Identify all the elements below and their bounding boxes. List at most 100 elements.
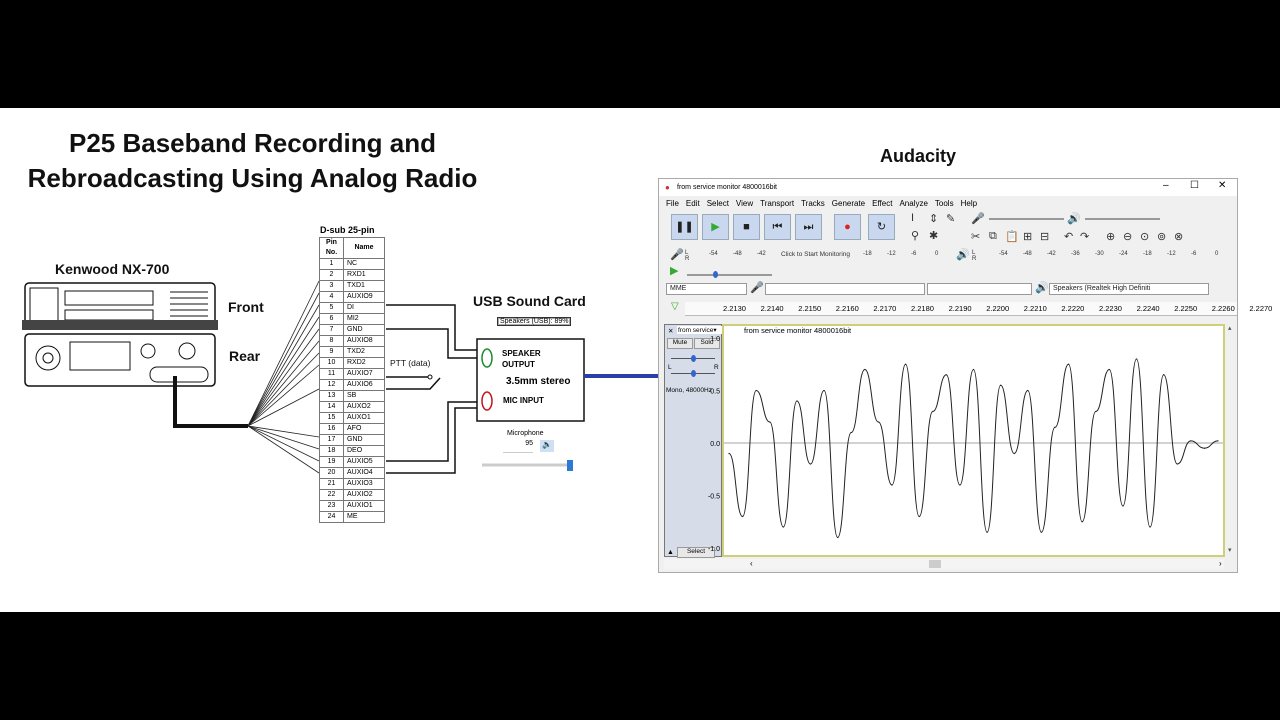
zoom-in-icon[interactable]: ⊕: [1106, 231, 1116, 243]
play-button[interactable]: ▶: [702, 214, 729, 240]
timeline-play-icon[interactable]: ▽: [671, 301, 679, 312]
pin-number: 18: [319, 445, 344, 457]
vertical-scrollbar[interactable]: ▴▾: [1228, 325, 1232, 554]
draw-tool-icon[interactable]: ✎: [946, 213, 956, 225]
trim-icon[interactable]: ⊞: [1023, 231, 1033, 243]
play-at-speed-icon[interactable]: ▶: [670, 265, 679, 277]
close-icon[interactable]: ✕: [1218, 180, 1227, 191]
menu-transport[interactable]: Transport: [760, 199, 795, 208]
record-button[interactable]: ●: [834, 214, 861, 240]
zoom-out-icon[interactable]: ⊖: [1123, 231, 1133, 243]
select-button[interactable]: Select: [677, 547, 715, 558]
host-select[interactable]: MME: [666, 283, 747, 295]
scroll-thumb[interactable]: [929, 560, 941, 568]
ruler-tick: 2.2210: [1023, 304, 1047, 313]
waveform-sample-point: [809, 463, 812, 465]
ruler-tick: 2.2260: [1211, 304, 1235, 313]
pin-name: RXD2: [343, 357, 385, 369]
ruler-tick: 2.2250: [1174, 304, 1198, 313]
speaker-mute-icon[interactable]: 🔈: [540, 440, 554, 452]
menu-analyze[interactable]: Analyze: [899, 199, 928, 208]
pin-number: 1: [319, 258, 344, 270]
envelope-tool-icon[interactable]: ⇕: [929, 213, 939, 225]
paste-icon[interactable]: 📋: [1005, 231, 1019, 243]
scroll-right-icon[interactable]: ›: [1219, 559, 1222, 568]
minimize-icon[interactable]: –: [1163, 180, 1169, 191]
pin-number: 3: [319, 280, 344, 292]
collapse-icon[interactable]: ▲: [667, 549, 674, 556]
zoom-tool-icon[interactable]: ⚲: [911, 230, 920, 242]
pin-name: DEO: [343, 445, 385, 457]
output-device-select[interactable]: Speakers (Realtek High Definiti: [1049, 283, 1209, 295]
menu-select[interactable]: Select: [706, 199, 729, 208]
meter-tick: -48: [733, 251, 742, 257]
pin-name: MI2: [343, 313, 385, 325]
mute-button[interactable]: Mute: [667, 338, 693, 349]
redo-icon[interactable]: ↷: [1080, 231, 1090, 243]
solo-button[interactable]: Solo: [694, 338, 720, 349]
monitor-text[interactable]: Click to Start Monitoring: [781, 251, 850, 258]
pin-name: AUXIO9: [343, 291, 385, 303]
menu-effect[interactable]: Effect: [872, 199, 893, 208]
multi-tool-icon[interactable]: ✱: [929, 230, 939, 242]
skip-end-button[interactable]: ⏭: [795, 214, 822, 240]
loop-button[interactable]: ↻: [868, 214, 895, 240]
pan-slider[interactable]: [691, 370, 696, 377]
meter-tick: -48: [1023, 251, 1032, 257]
selection-tool-icon[interactable]: I: [911, 212, 915, 224]
track-close-icon[interactable]: ✕: [668, 328, 674, 335]
menu-tracks[interactable]: Tracks: [801, 199, 825, 208]
silence-icon[interactable]: ⊟: [1040, 231, 1050, 243]
cut-icon[interactable]: ✂: [971, 231, 981, 243]
ruler-tick: 2.2140: [760, 304, 784, 313]
menu-tools[interactable]: Tools: [934, 199, 954, 208]
speed-slider-thumb[interactable]: [713, 271, 718, 278]
play-meter-icon[interactable]: 🔊: [956, 249, 970, 261]
waveform-sample-point: [823, 389, 825, 392]
fit-project-icon[interactable]: ⊚: [1157, 231, 1167, 243]
waveform-sample-point: [1000, 384, 1002, 386]
audacity-logo-icon: ●: [665, 183, 670, 192]
gain-slider[interactable]: [691, 355, 696, 362]
menu-view[interactable]: View: [735, 199, 754, 208]
pause-button[interactable]: ❚❚: [671, 214, 698, 240]
copy-icon[interactable]: ⧉: [989, 230, 997, 242]
signal-wires: [386, 304, 477, 474]
dsub-title: D-sub 25-pin: [320, 225, 375, 235]
skip-start-button[interactable]: ⏮: [764, 214, 791, 240]
playback-meter-speaker-icon[interactable]: 🔊: [1067, 213, 1081, 225]
menu-generate[interactable]: Generate: [831, 199, 866, 208]
pin-name: TXD2: [343, 346, 385, 358]
zoom-toggle-icon[interactable]: ⊗: [1174, 231, 1184, 243]
menu-help[interactable]: Help: [960, 199, 978, 208]
pin-name: AUXIO2: [343, 489, 385, 501]
track-name-menu[interactable]: from service▾: [677, 326, 724, 334]
menu-file[interactable]: File: [666, 199, 679, 208]
maximize-icon[interactable]: ☐: [1190, 180, 1199, 191]
menu-bar: File Edit Select View Transport Tracks Generat…: [659, 197, 1237, 210]
meter-tick: -54: [709, 251, 718, 257]
scroll-left-icon[interactable]: ‹: [750, 559, 753, 568]
track-info: Mono, 48000Hz: [666, 387, 712, 394]
rec-meter-icon[interactable]: 🎤: [670, 249, 684, 261]
record-meter-mic-icon[interactable]: 🎤: [971, 213, 985, 225]
stop-button[interactable]: ■: [733, 214, 760, 240]
ruler-tick: 2.2240: [1136, 304, 1160, 313]
fit-selection-icon[interactable]: ⊙: [1140, 231, 1150, 243]
menu-edit[interactable]: Edit: [685, 199, 700, 208]
horizontal-scrollbar[interactable]: ‹ ›: [664, 559, 1224, 569]
pin-name: AUXIO3: [343, 478, 385, 490]
waveform-sample-point: [918, 515, 920, 518]
input-channels-select[interactable]: [927, 283, 1032, 295]
pin-number: 6: [319, 313, 344, 325]
input-device-select[interactable]: [765, 283, 925, 295]
undo-icon[interactable]: ↶: [1064, 231, 1074, 243]
